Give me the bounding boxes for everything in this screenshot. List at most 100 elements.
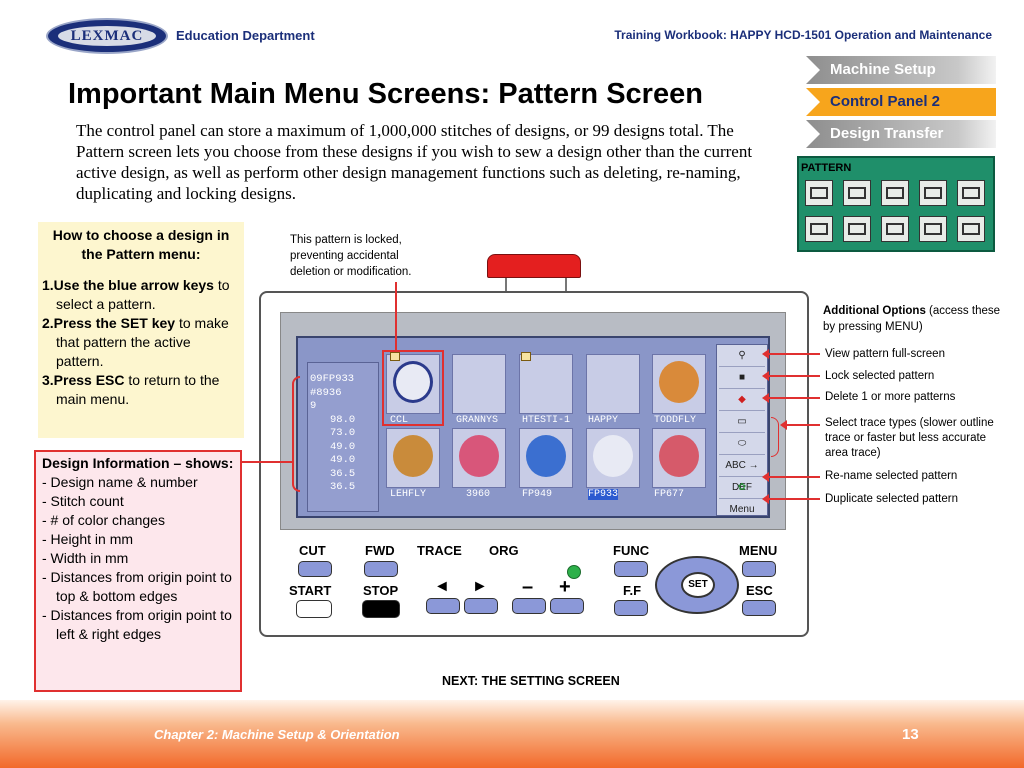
thumb-name: FP677 bbox=[654, 489, 685, 500]
footer-chapter: Chapter 2: Machine Setup & Orientation bbox=[154, 727, 400, 742]
right-arrow-icon: ► bbox=[472, 578, 488, 595]
pattern-thumb[interactable] bbox=[452, 428, 506, 488]
thumb-name-selected: FP933 bbox=[588, 489, 619, 500]
pattern-icon bbox=[843, 180, 871, 206]
screen-menu-buttons: ⚲ ■ ◆ ▭ ⬭ ABC → DEF ✿ Menu bbox=[716, 344, 768, 516]
pattern-thumb[interactable] bbox=[586, 354, 640, 414]
thumb-name: TODDFLY bbox=[654, 415, 697, 426]
stat-design-name: 09FP933 bbox=[310, 373, 355, 385]
design-info-item: - Stitch count bbox=[42, 493, 124, 509]
callout-arrow bbox=[762, 349, 820, 359]
trace-area-icon[interactable]: ⬭ bbox=[719, 433, 765, 455]
howto-step-3: 3.Press ESC to return to the main menu. bbox=[42, 372, 220, 407]
status-led bbox=[567, 565, 581, 579]
stat-stitch-count: #8936 bbox=[310, 386, 342, 399]
rename-button[interactable]: ABC → DEF bbox=[719, 455, 765, 493]
workbook-title: Training Workbook: HAPPY HCD-1501 Operat… bbox=[614, 28, 992, 42]
menu-key-label: MENU bbox=[739, 543, 778, 558]
howto-step-2: 2.Press the SET key to make that pattern… bbox=[42, 315, 229, 369]
thumb-name: FP949 bbox=[522, 489, 553, 500]
menu-key[interactable] bbox=[742, 561, 776, 577]
howto-heading: How to choose a design in the Pattern me… bbox=[52, 227, 230, 262]
start-label: START bbox=[289, 583, 332, 598]
design-info-item: - Design name & number bbox=[42, 474, 198, 490]
thumb-name: CCL bbox=[390, 415, 409, 426]
func-button[interactable] bbox=[614, 561, 648, 577]
cut-button[interactable] bbox=[298, 561, 332, 577]
pattern-thumb[interactable] bbox=[386, 428, 440, 488]
minus-icon: – bbox=[522, 576, 534, 598]
stop-button[interactable] bbox=[362, 600, 400, 618]
emergency-stop-button[interactable] bbox=[487, 254, 581, 278]
lock-icon[interactable]: ■ bbox=[719, 367, 765, 389]
trace-bracket bbox=[771, 417, 779, 457]
func-label: FUNC bbox=[613, 543, 650, 558]
additional-options-title: Additional Options (access these by pres… bbox=[823, 305, 1001, 333]
ff-button[interactable] bbox=[614, 600, 648, 616]
right-arrow-button[interactable] bbox=[464, 598, 498, 614]
option-lock: Lock selected pattern bbox=[825, 370, 935, 382]
option-trace-types: Select trace types (slower outline trace… bbox=[825, 417, 994, 459]
tab-machine-setup[interactable]: Machine Setup bbox=[806, 56, 996, 84]
pattern-thumb[interactable] bbox=[519, 354, 573, 414]
pattern-icon bbox=[881, 180, 909, 206]
pattern-thumb[interactable] bbox=[386, 354, 440, 414]
thumb-name: GRANNYS bbox=[456, 415, 499, 426]
pattern-icon bbox=[957, 180, 985, 206]
pattern-thumb[interactable] bbox=[519, 428, 573, 488]
callout-arrow bbox=[762, 371, 820, 381]
stat-left: 36.5 bbox=[330, 467, 356, 480]
left-arrow-button[interactable] bbox=[426, 598, 460, 614]
minus-button[interactable] bbox=[512, 598, 546, 614]
trace-label: TRACE bbox=[417, 543, 462, 558]
esc-label: ESC bbox=[746, 583, 773, 598]
callout-line bbox=[395, 282, 397, 352]
callout-arrow bbox=[762, 494, 820, 504]
lock-icon bbox=[521, 352, 531, 361]
pattern-icon bbox=[843, 216, 871, 242]
stat-color-changes: 9 bbox=[310, 400, 317, 412]
pattern-thumb[interactable] bbox=[652, 428, 706, 488]
left-arrow-icon: ◄ bbox=[434, 578, 450, 595]
stats-bracket bbox=[292, 376, 300, 492]
arrow-dpad[interactable]: SET bbox=[655, 556, 739, 614]
pattern-label: PATTERN bbox=[801, 162, 852, 174]
pattern-icon bbox=[805, 216, 833, 242]
fwd-button[interactable] bbox=[364, 561, 398, 577]
pattern-thumb[interactable] bbox=[452, 354, 506, 414]
option-delete: Delete 1 or more patterns bbox=[825, 391, 956, 403]
callout-arrow bbox=[762, 393, 820, 403]
design-info-item: - Distances from origin point to left & … bbox=[42, 607, 232, 642]
trace-icon[interactable]: ▭ bbox=[719, 411, 765, 433]
stat-right: 36.5 bbox=[330, 481, 356, 493]
thumb-name: LEHFLY bbox=[390, 489, 427, 500]
lock-icon bbox=[390, 352, 400, 361]
callout-arrow bbox=[780, 420, 820, 430]
magnifier-icon[interactable]: ⚲ bbox=[719, 345, 765, 367]
fwd-label: FWD bbox=[365, 543, 395, 558]
design-info-box: Design Information – shows: - Design nam… bbox=[34, 450, 242, 692]
set-button[interactable]: SET bbox=[681, 572, 715, 598]
pattern-icon bbox=[805, 180, 833, 206]
pattern-thumb[interactable] bbox=[652, 354, 706, 414]
stat-height: 98.0 bbox=[330, 413, 356, 426]
menu-button[interactable]: Menu bbox=[729, 504, 755, 515]
delete-icon[interactable]: ◆ bbox=[719, 389, 765, 411]
lexmac-logo: LEXMAC bbox=[46, 18, 168, 54]
next-screen-label: NEXT: THE SETTING SCREEN bbox=[442, 674, 620, 688]
pattern-thumb[interactable] bbox=[586, 428, 640, 488]
plus-icon: + bbox=[559, 576, 571, 598]
tab-control-panel-2[interactable]: Control Panel 2 bbox=[806, 88, 996, 116]
start-button[interactable] bbox=[296, 600, 332, 618]
esc-button[interactable] bbox=[742, 600, 776, 616]
logo-text: LEXMAC bbox=[58, 26, 156, 46]
duplicate-icon[interactable]: ✿ bbox=[719, 477, 765, 499]
page-number: 13 bbox=[902, 726, 919, 743]
department-label: Education Department bbox=[176, 28, 315, 43]
plus-button[interactable] bbox=[550, 598, 584, 614]
intro-text: The control panel can store a maximum of… bbox=[76, 121, 753, 203]
pattern-icon bbox=[881, 216, 909, 242]
pattern-icon bbox=[957, 216, 985, 242]
ff-label: F.F bbox=[623, 583, 642, 598]
tab-design-transfer[interactable]: Design Transfer bbox=[806, 120, 996, 148]
